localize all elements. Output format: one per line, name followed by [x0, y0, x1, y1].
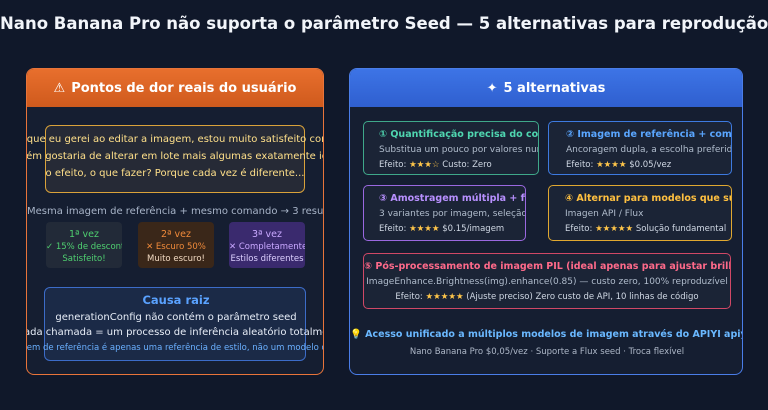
- result-sub: Muito escuro!: [147, 254, 205, 264]
- alternatives-panel: ✦ 5 alternativas ① Quantificação precisa…: [349, 68, 743, 375]
- pain-points-header: ⚠ Pontos de dor reais do usuário: [27, 69, 323, 107]
- user-quote-line-2: também gostaria de alterar em lote mais …: [26, 151, 323, 162]
- card-title: Amostragem múltipla + filtragem: [390, 193, 525, 204]
- star-rating: ★★★★: [409, 224, 440, 234]
- result-desc: ✕ Escuro 50%: [146, 242, 206, 252]
- pain-points-panel: ⚠ Pontos de dor reais do usuário Foi o q…: [26, 68, 324, 375]
- result-sub: Satisfeito!: [62, 254, 106, 264]
- root-cause-line-3: A imagem de referência é apenas uma refe…: [26, 343, 323, 353]
- access-title: 💡 Acesso unificado a múltiplos modelos d…: [350, 329, 743, 340]
- user-quote-line-3: o efeito, o que fazer? Porque cada vez é…: [45, 168, 305, 179]
- result-card-1: 1ª vez ✓ 15% de desconto oculto Satisfei…: [46, 222, 122, 268]
- card-desc: Imagen API / Flux: [565, 209, 644, 219]
- user-quote-line-1: Foi o que eu gerei ao editar a imagem, e…: [26, 134, 323, 145]
- card-title: Quantificação precisa do comando: [390, 129, 539, 140]
- alternative-card-3: ③ Amostragem múltipla + filtragem 3 vari…: [363, 185, 526, 241]
- root-cause-line-2: Cada chamada = um processo de inferência…: [27, 327, 323, 338]
- sparkle-icon: ✦: [486, 80, 498, 96]
- alternative-card-2: ② Imagem de referência + comando quantit…: [548, 121, 732, 175]
- result-label: 3ª vez: [252, 229, 282, 240]
- alternative-card-5: ⑤ Pós-processamento de imagem PIL (ideal…: [363, 253, 731, 309]
- star-rating: ★★★★: [596, 160, 627, 170]
- star-rating: ★★★★★: [595, 224, 634, 234]
- lightbulb-icon: 💡: [350, 329, 362, 340]
- user-quote-box: [45, 125, 305, 193]
- number-5-icon: ⑤: [364, 261, 373, 272]
- root-cause-line-1: generationConfig não contém o parâmetro …: [55, 312, 297, 323]
- card-desc: ImageEnhance.Brightness(img).enhance(0.8…: [366, 277, 728, 287]
- access-subtitle: Nano Banana Pro $0,05/vez · Suporte a Fl…: [409, 347, 685, 357]
- result-desc: ✓ 15% de desconto oculto: [46, 242, 122, 252]
- card-effect: Efeito: ★★★★ $0.05/vez: [566, 160, 672, 170]
- card-effect: Efeito: ★★★★★ Solução fundamental: [565, 224, 727, 234]
- same-reference-caption: Mesma imagem de referência + mesmo coman…: [27, 206, 324, 217]
- pain-points-title: Pontos de dor reais do usuário: [71, 80, 297, 96]
- alternatives-header: ✦ 5 alternativas: [350, 69, 742, 107]
- card-desc: Ancoragem dupla, a escolha preferida rec…: [566, 145, 732, 155]
- page-title: Nano Banana Pro não suporta o parâmetro …: [0, 14, 768, 33]
- result-card-2: 2ª vez ✕ Escuro 50% Muito escuro!: [138, 222, 214, 268]
- card-desc: 3 variantes por imagem, seleção manual: [379, 209, 526, 219]
- result-card-3: 3ª vez ✕ Completamente Estilos diferente…: [229, 222, 305, 268]
- alternatives-title: 5 alternativas: [503, 80, 606, 96]
- result-label: 2ª vez: [161, 229, 191, 240]
- card-effect: Efeito: ★★★★★ (Ajuste preciso) Zero cust…: [395, 292, 699, 302]
- number-2-icon: ②: [566, 129, 575, 140]
- star-rating: ★★★☆: [409, 160, 440, 170]
- alternative-card-1: ① Quantificação precisa do comando Subst…: [363, 121, 539, 175]
- card-title: Imagem de referência + comando quantitat…: [577, 129, 732, 140]
- card-desc: Substitua um pouco por valores numéricos: [379, 145, 538, 155]
- result-sub: Estilos diferentes: [230, 254, 304, 264]
- card-effect: Efeito: ★★★★ $0.15/imagem: [379, 224, 505, 234]
- number-4-icon: ④: [565, 193, 574, 204]
- warning-icon: ⚠: [53, 80, 66, 96]
- card-effect: Efeito: ★★★☆ Custo: Zero: [379, 160, 492, 170]
- alternative-card-4: ④ Alternar para modelos que suportam See…: [548, 185, 732, 241]
- result-label: 1ª vez: [69, 229, 99, 240]
- user-quote: Foi o que eu gerei ao editar a imagem, e…: [26, 131, 323, 182]
- star-rating: ★★★★★: [425, 292, 464, 302]
- result-desc: ✕ Completamente: [229, 242, 305, 252]
- number-1-icon: ①: [379, 129, 388, 140]
- root-cause-title: Causa raiz: [142, 293, 210, 307]
- card-title: Alternar para modelos que suportam Seed: [576, 193, 731, 204]
- number-3-icon: ③: [379, 193, 388, 204]
- root-cause-box: [44, 287, 306, 361]
- card-title: Pós-processamento de imagem PIL (ideal a…: [375, 261, 731, 272]
